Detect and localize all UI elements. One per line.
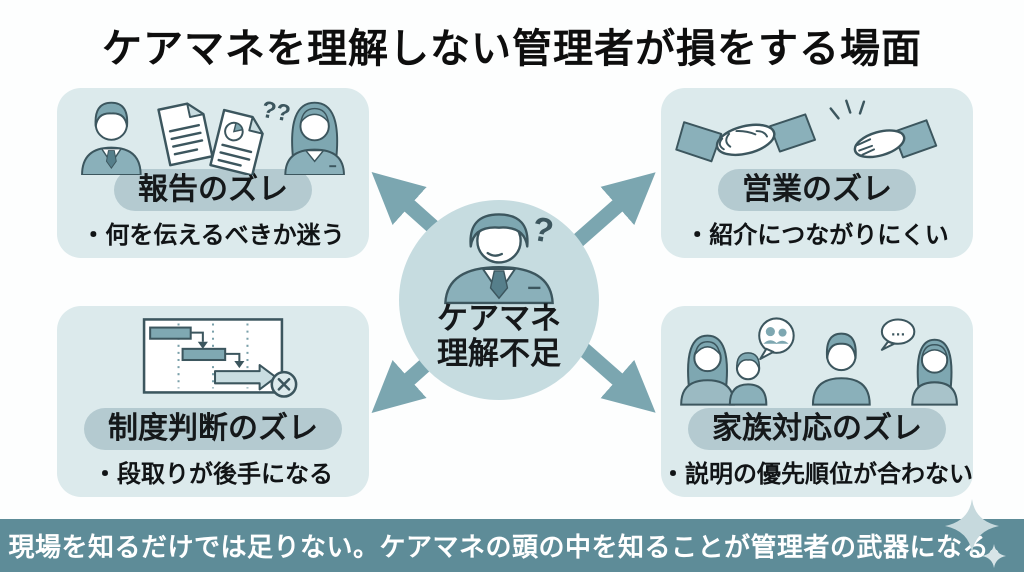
system-gap-bullet: ・段取りが後手になる [93, 461, 333, 488]
page-title: ケアマネを理解しない管理者が損をする場面 [102, 27, 922, 71]
gantt-delay-icon [142, 318, 298, 398]
system-gap-label: 制度判断のズレ [84, 408, 342, 450]
banner-message: 現場を知るだけでは足りない。ケアマネの頭の中を知ることが管理者の武器になる。 [8, 532, 1016, 562]
handshake-icon [675, 112, 817, 162]
quadrant-sales: 営業のズレ ・紹介につながりにくい [661, 88, 973, 258]
boss-staff-documents-icon: ?? [81, 95, 345, 175]
family-gap-label: 家族対応のズレ [688, 408, 946, 450]
missed-handshake-icon [675, 99, 938, 162]
question-mark: ? [529, 210, 556, 251]
report-gap-bullet: ・何を伝えるべきか迷う [81, 222, 345, 249]
child-bust [728, 352, 768, 406]
family-conversation-icon: … [680, 317, 958, 406]
dots-speech-bubble-icon: … [880, 318, 916, 351]
father-bust [811, 332, 871, 406]
svg-text:…: … [891, 323, 906, 340]
quadrant-report: ?? 報告のズレ ・何を伝えるべきか迷う [57, 88, 369, 258]
report-document-icon [209, 108, 264, 175]
task-bar [149, 326, 192, 340]
missed-hand-icon [829, 99, 938, 158]
center-cause-circle: ? ケアマネ 理解不足 [399, 200, 599, 400]
sales-gap-bullet: ・紹介につながりにくい [685, 222, 949, 249]
family-speech-bubble-icon [758, 317, 795, 361]
manager-bust [81, 101, 142, 175]
delayed-arrow-bar [214, 364, 277, 391]
document-icon [157, 101, 214, 166]
sales-gap-label: 営業のズレ [718, 169, 916, 211]
sparkle-icon [945, 499, 1006, 568]
confused-manager-icon: ? [444, 210, 556, 305]
staff-bust [284, 101, 345, 175]
quadrant-system-judgment: 制度判断のズレ ・段取りが後手になる [57, 306, 369, 497]
confusion-marks: ?? [260, 95, 293, 126]
daughter-bust [911, 338, 958, 406]
center-cause-label: ケアマネ 理解不足 [437, 301, 561, 371]
blocked-x-icon [270, 370, 298, 398]
bottom-banner: 現場を知るだけでは足りない。ケアマネの頭の中を知ることが管理者の武器になる。 [0, 519, 1024, 572]
report-gap-label: 報告のズレ [114, 169, 312, 211]
quadrant-family-response: … 家族対応のズレ ・説明の優先順位が合わない [661, 306, 973, 497]
family-gap-bullet: ・説明の優先順位が合わない [661, 461, 973, 488]
